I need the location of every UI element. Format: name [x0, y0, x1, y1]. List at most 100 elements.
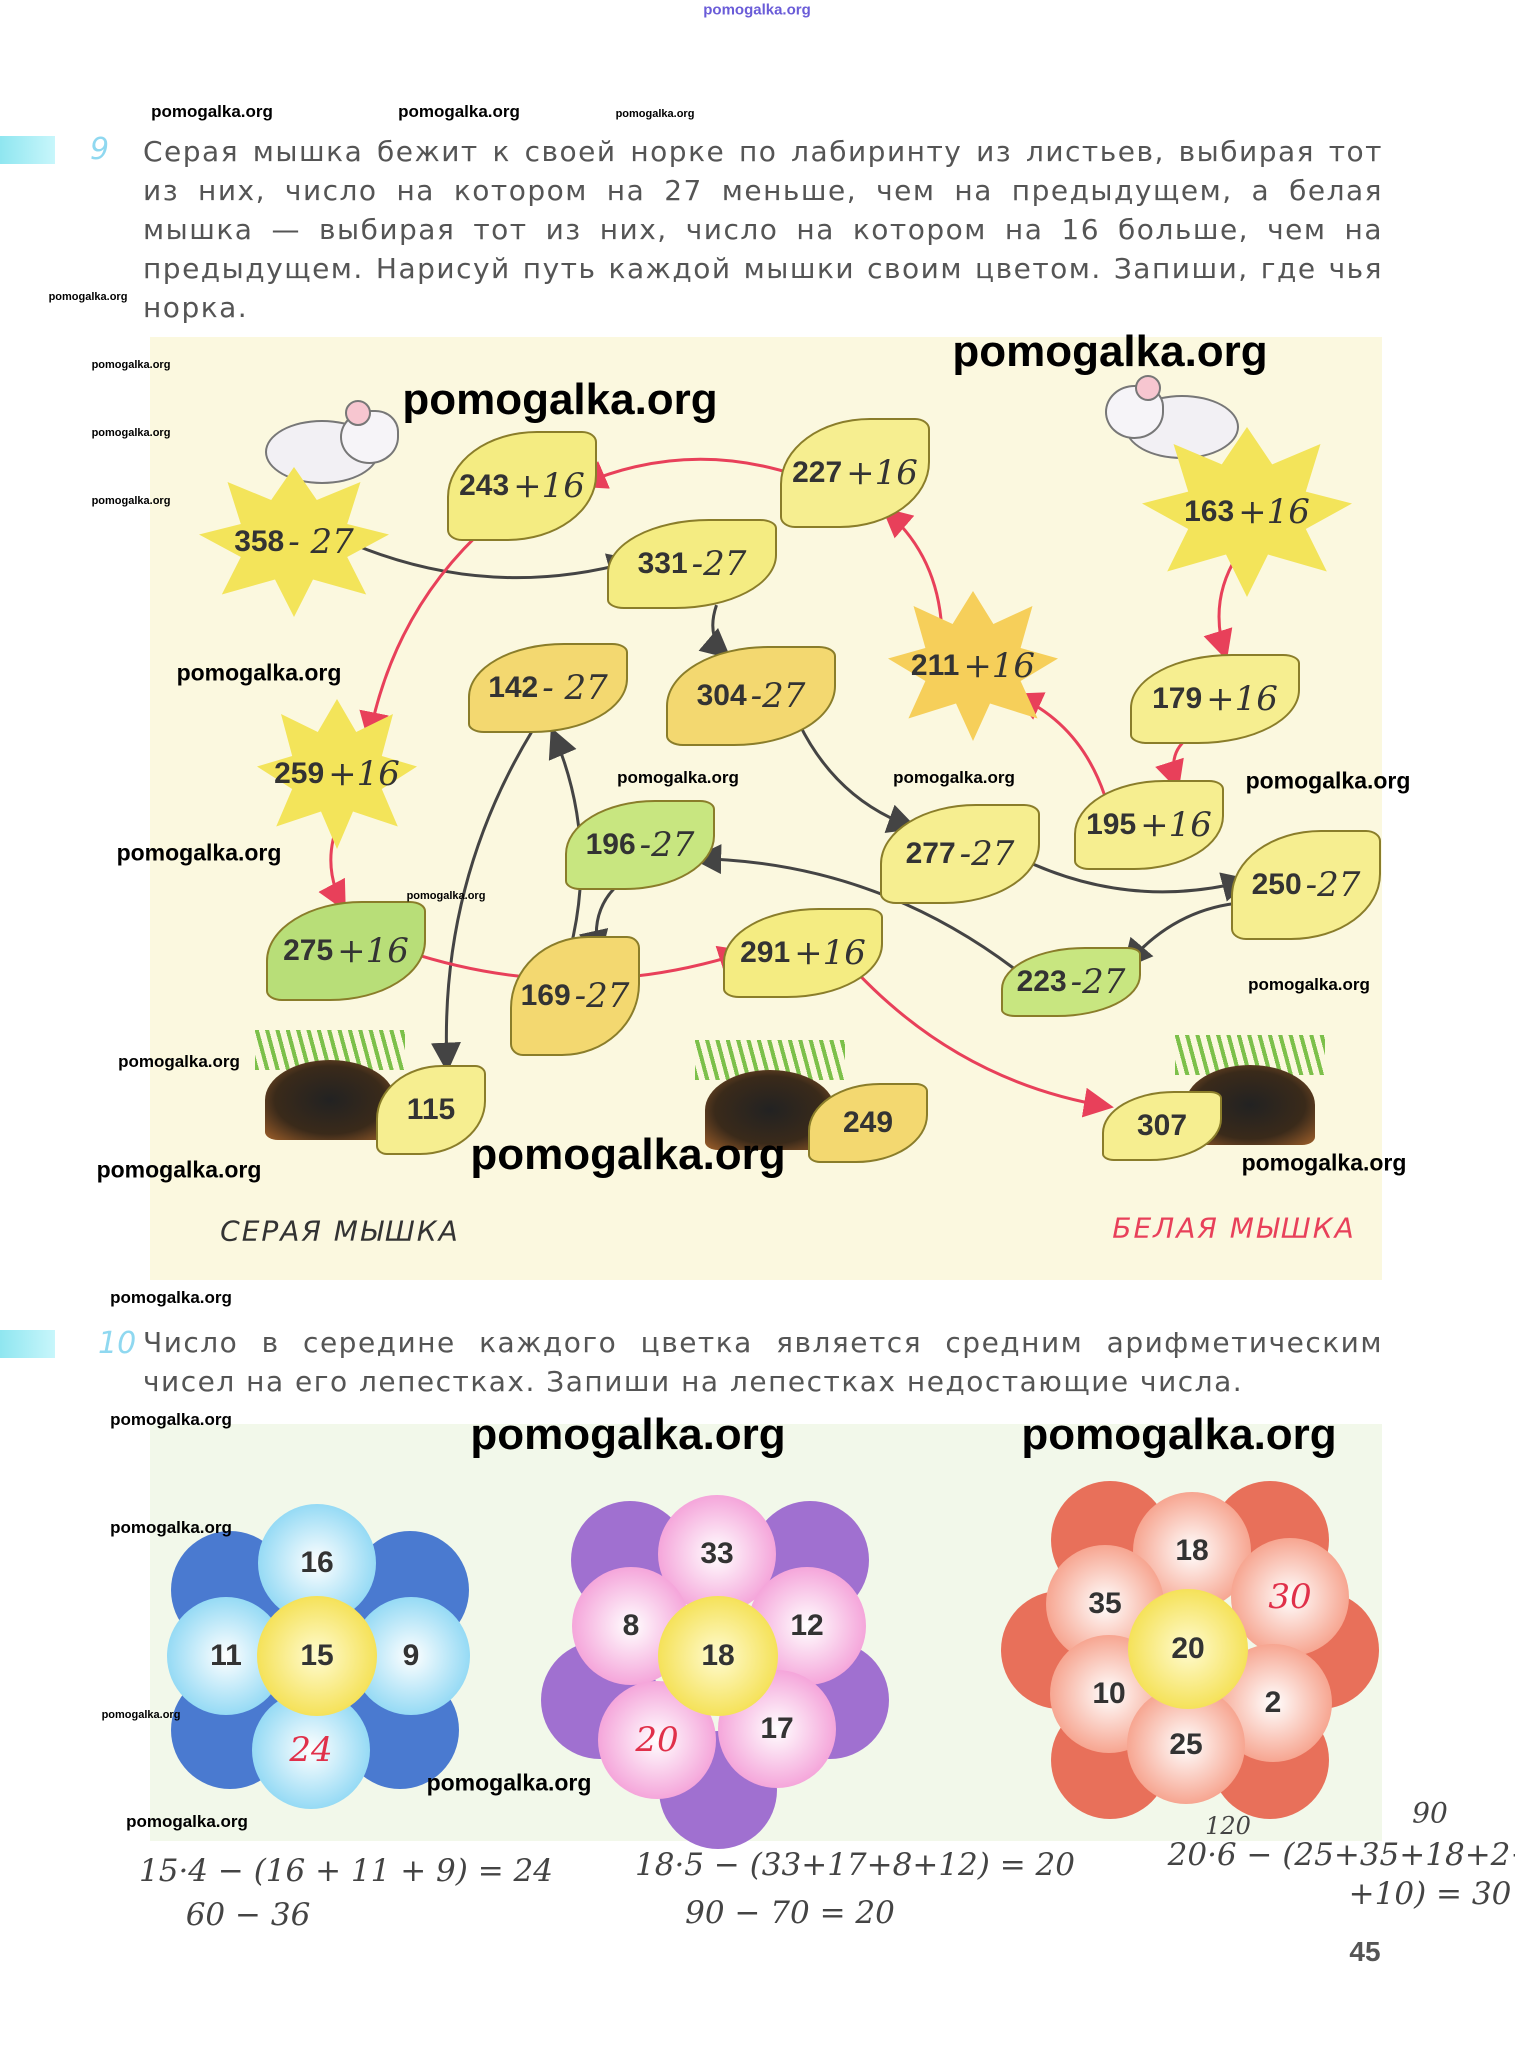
watermark: pomogalka.org — [1021, 1410, 1337, 1459]
leaf-196: 196-27 — [565, 800, 715, 890]
solution-3-note-90: 90 — [1412, 1796, 1448, 1830]
watermark: pomogalka.org — [101, 1709, 181, 1721]
leaf-227: 227+16 — [780, 418, 930, 528]
leaf-250: 250-27 — [1231, 830, 1381, 940]
burrow — [245, 1030, 415, 1140]
leaf-note: -27 — [750, 676, 806, 716]
flower-center: 15 — [257, 1596, 377, 1716]
leaf-note: +16 — [1206, 679, 1278, 719]
flower-petal: 30 — [1231, 1538, 1349, 1656]
mouse-ear — [1135, 375, 1161, 401]
watermark: pomogalka.org — [118, 1052, 240, 1071]
solution-3-line-2: +10) = 30 — [1348, 1876, 1512, 1912]
leaf-number: 163 — [1184, 495, 1235, 528]
leaf-note: +16 — [1238, 492, 1310, 532]
watermark: pomogalka.org — [48, 291, 128, 303]
task-9-text: Серая мышка бежит к своей норке по лабир… — [143, 135, 1383, 324]
watermark: pomogalka.org — [96, 1156, 262, 1183]
leaf-number: 243 — [459, 469, 510, 502]
watermark: pomogalka.org — [116, 839, 282, 866]
leaf-195: 195+16 — [1074, 780, 1224, 870]
path-arrow — [691, 844, 1015, 970]
leaf-number: 250 — [1251, 868, 1302, 901]
leaf-number: 259 — [274, 757, 325, 790]
watermark: pomogalka.org — [151, 102, 273, 121]
watermark: pomogalka.org — [91, 359, 171, 371]
leaf-304: 304-27 — [666, 646, 836, 746]
leaf-number: 291 — [740, 936, 791, 969]
leaf-note: +16 — [513, 466, 585, 506]
watermark: pomogalka.org — [1241, 1149, 1407, 1176]
leaf-number: 304 — [696, 679, 747, 712]
leaf-note: +16 — [846, 453, 918, 493]
leaf-note: -27 — [574, 976, 630, 1016]
watermark: pomogalka.org — [176, 659, 342, 686]
watermark: pomogalka.org — [91, 495, 171, 507]
flower-center: 20 — [1128, 1589, 1248, 1709]
leaf-211: 211+16 — [888, 591, 1058, 741]
solution-2-line-2: 90 − 70 = 20 — [685, 1895, 895, 1931]
watermark: pomogalka.org — [406, 890, 486, 902]
watermark: pomogalka.org — [91, 427, 171, 439]
watermark-top: pomogalka.org — [703, 1, 811, 19]
page-number: 45 — [1349, 1936, 1381, 1967]
task-10-number: 10 — [98, 1326, 137, 1361]
leaf-number: 115 — [406, 1093, 456, 1126]
path-arrow — [855, 971, 1114, 1118]
path-arrow — [1019, 856, 1253, 902]
watermark: pomogalka.org — [893, 768, 1015, 787]
watermark: pomogalka.org — [398, 102, 520, 121]
grey-mouse-label: СЕРАЯ МЫШКА — [220, 1214, 460, 1248]
leaf-note: -27 — [959, 834, 1015, 874]
leaf-number: 195 — [1086, 808, 1137, 841]
path-arrow — [881, 507, 944, 628]
leaf-note: +16 — [963, 646, 1036, 686]
leaf-331: 331-27 — [607, 519, 777, 609]
leaf-number: 275 — [283, 934, 334, 967]
task-9-number: 9 — [90, 132, 110, 167]
leaf-number: 142 — [488, 671, 539, 704]
path-arrow — [1155, 737, 1189, 791]
path-arrow — [1012, 692, 1106, 796]
leaf-note: -27 — [691, 544, 747, 584]
leaf-note: - 27 — [542, 668, 608, 708]
path-arrow — [353, 543, 638, 583]
flower-center: 18 — [658, 1596, 778, 1716]
watermark: pomogalka.org — [110, 1518, 232, 1537]
task-10-text: Число в середине каждого цветка является… — [143, 1326, 1383, 1398]
leaf-307: 307 — [1102, 1091, 1222, 1161]
leaf-277: 277-27 — [880, 804, 1040, 904]
leaf-115: 115 — [376, 1065, 486, 1155]
leaf-275: 275+16 — [266, 901, 426, 1001]
leaf-number: 179 — [1152, 682, 1203, 715]
watermark: pomogalka.org — [110, 1288, 232, 1307]
mouse — [245, 400, 399, 490]
leaf-number: 277 — [905, 837, 956, 870]
leaf-number: 358 — [234, 525, 285, 558]
leaf-223: 223-27 — [1001, 947, 1141, 1017]
leaf-note: +16 — [328, 754, 400, 794]
leaf-note: +16 — [1140, 805, 1212, 845]
watermark: pomogalka.org — [470, 1130, 786, 1179]
solution-3-line-1: 20·6 − (25+35+18+2+ — [1167, 1837, 1515, 1873]
white-mouse-label: БЕЛАЯ МЫШКА — [1112, 1211, 1356, 1245]
path-arrow — [797, 722, 918, 833]
path-arrow — [430, 730, 534, 1073]
mouse-ear — [345, 400, 371, 426]
burrow — [685, 1040, 855, 1150]
watermark: pomogalka.org — [952, 327, 1268, 376]
leaf-249: 249 — [808, 1083, 928, 1163]
solution-3-note-120: 120 — [1205, 1812, 1251, 1840]
leaf-142: 142- 27 — [468, 643, 628, 733]
solution-2-line-1: 18·5 − (33+17+8+12) = 20 — [634, 1847, 1076, 1883]
task-tab-marker — [0, 136, 55, 164]
leaf-179: 179+16 — [1130, 654, 1300, 744]
leaf-number: 223 — [1016, 965, 1067, 998]
leaf-number: 169 — [520, 979, 571, 1012]
watermark: pomogalka.org — [1245, 767, 1411, 794]
leaf-number: 211 — [910, 649, 960, 682]
leaf-243: 243+16 — [447, 431, 597, 541]
solution-1-line-1: 15·4 − (16 + 11 + 9) = 24 — [138, 1853, 554, 1889]
leaf-note: +16 — [337, 931, 409, 971]
